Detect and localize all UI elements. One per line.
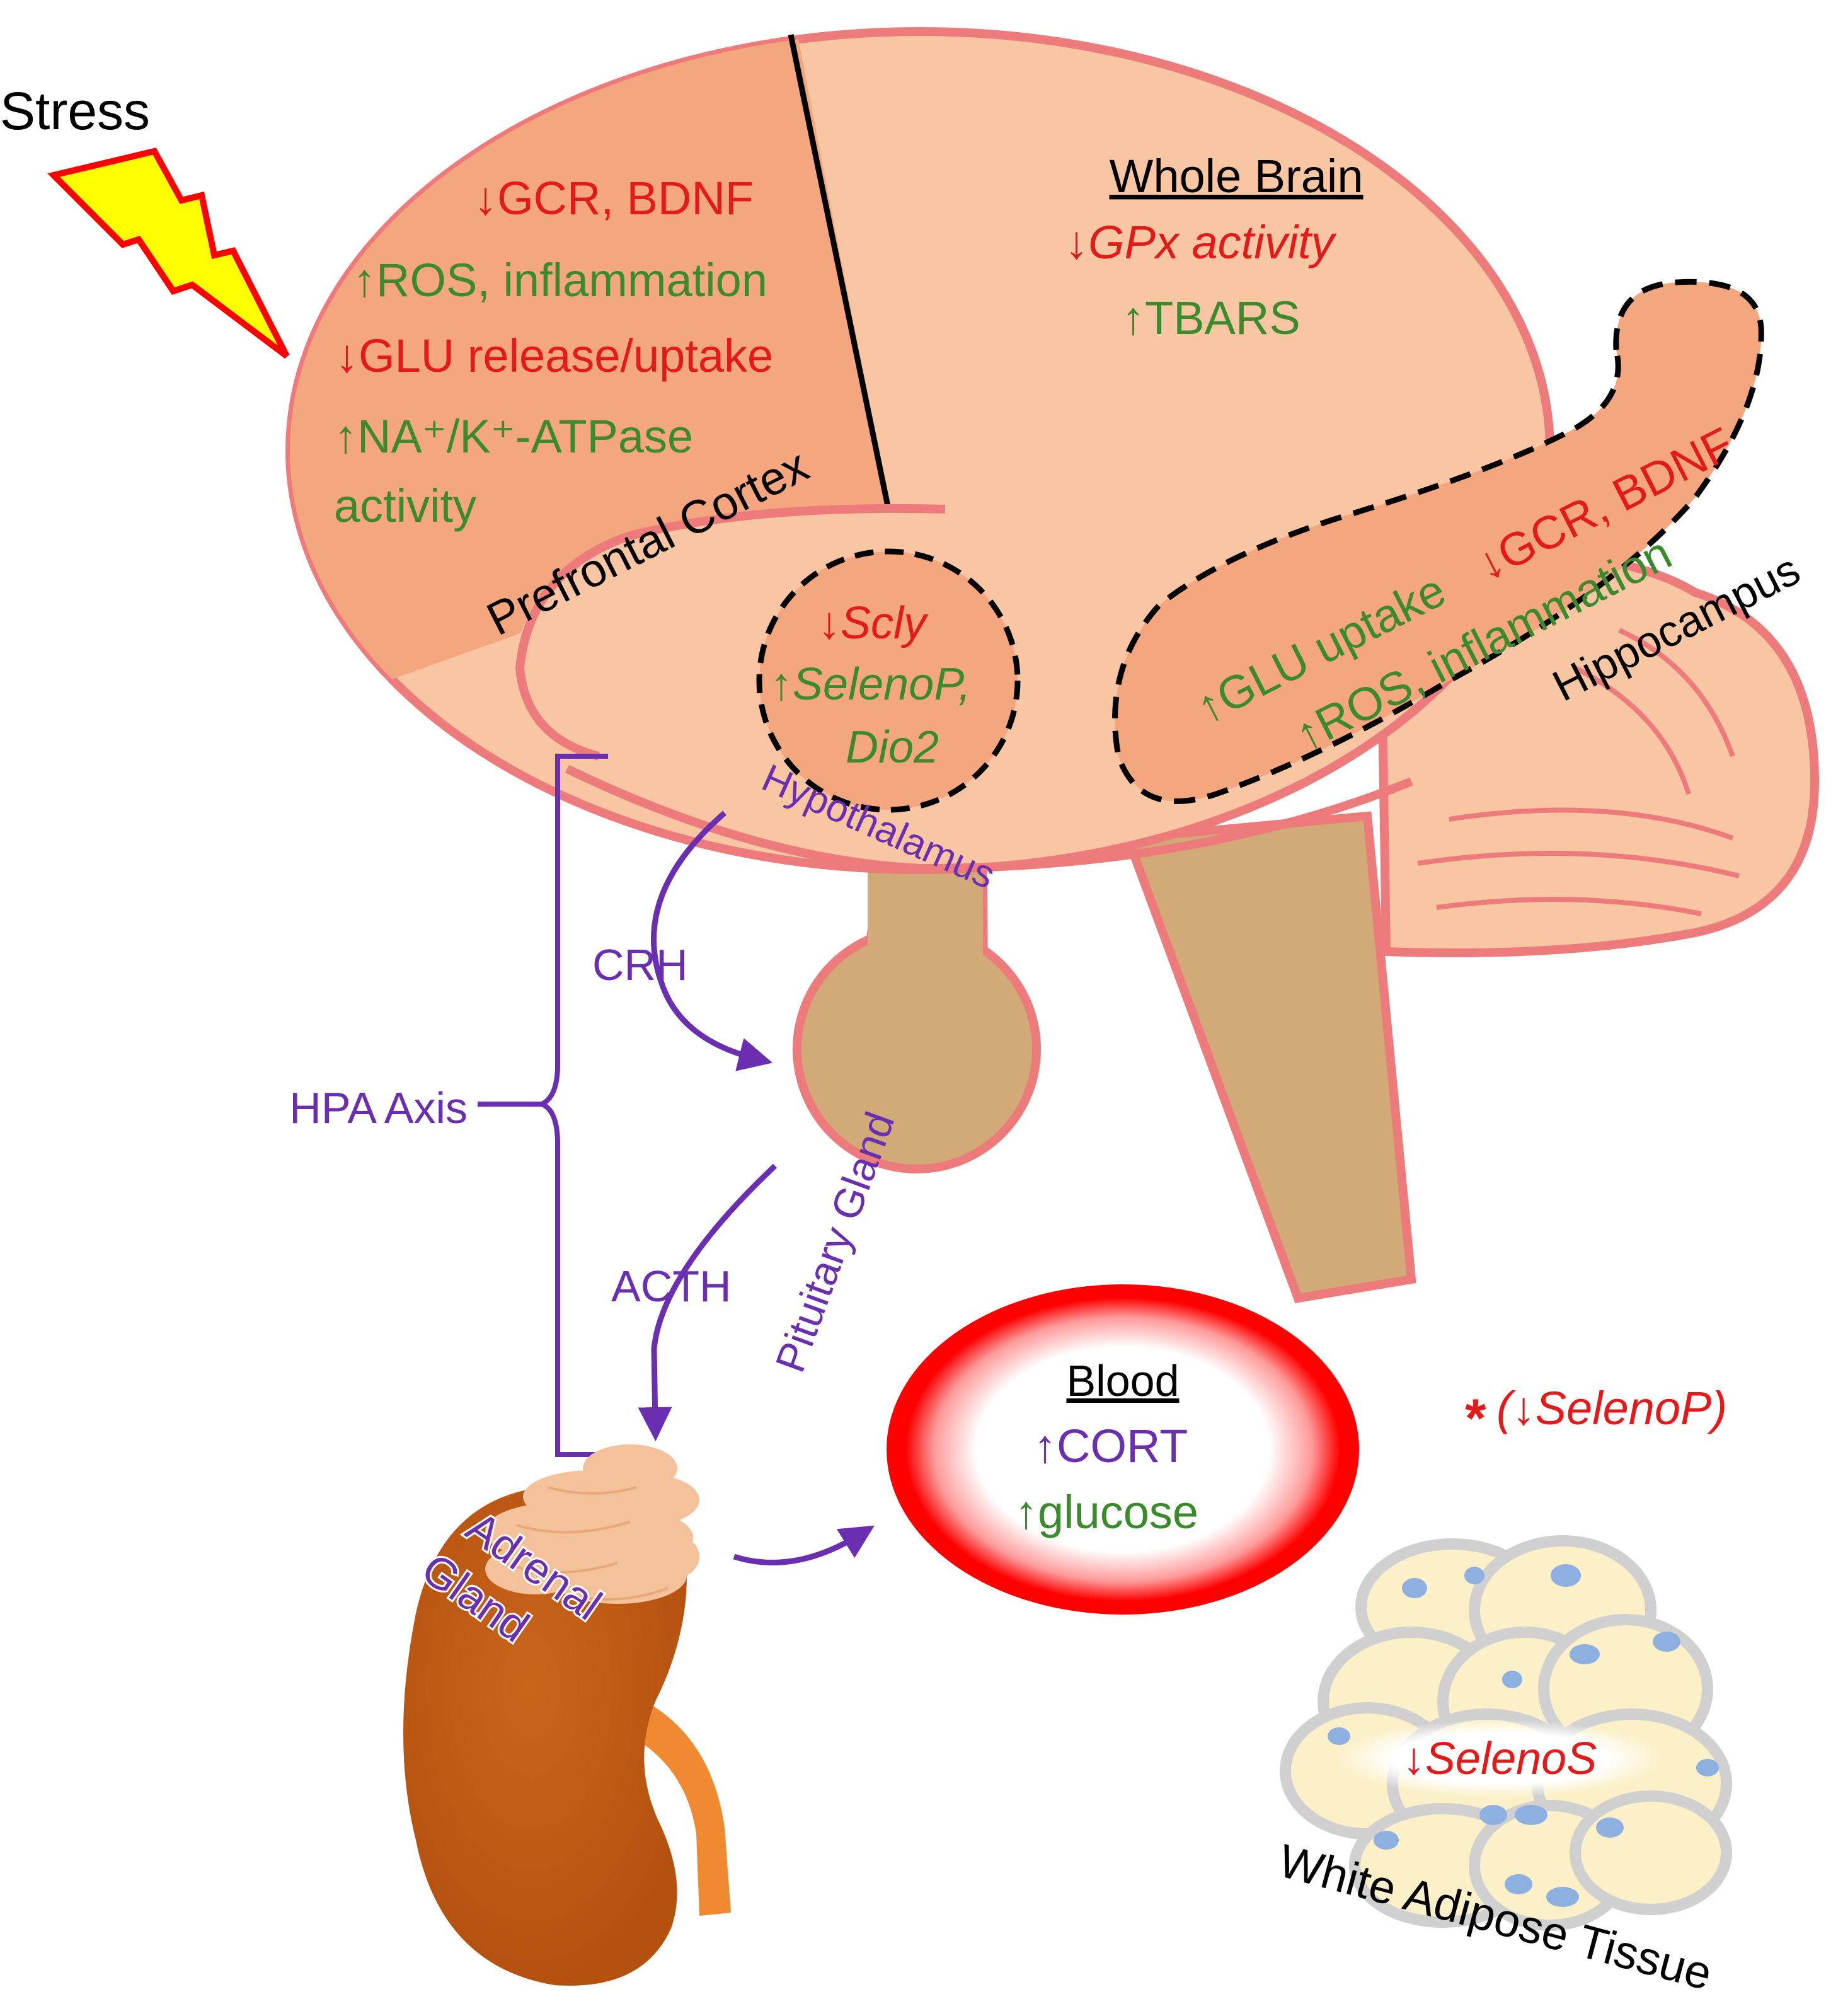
- hpa-axis-label: HPA Axis: [289, 1083, 468, 1132]
- whole-brain-gpx: ↓GPx activity: [1065, 216, 1337, 268]
- adrenal-to-blood-arrow: [733, 1525, 875, 1565]
- prefrontal-line-ros: ↑ROS, inflammation: [353, 254, 767, 306]
- brain-stem: [1122, 811, 1416, 1303]
- hypothalamus-dio2: Dio2: [846, 722, 939, 773]
- kidney-shape: [403, 1487, 687, 1986]
- lightning-bolt-icon: [47, 147, 290, 359]
- adipose-highlight: [1336, 1719, 1663, 1797]
- hypothalamus-selenop: ↑SelenoP,: [770, 659, 971, 710]
- hpa-bracket: [536, 754, 614, 1457]
- hypothalamus-region: [756, 548, 1021, 813]
- ureter: [636, 1702, 731, 1916]
- crh-label: CRH: [592, 940, 688, 989]
- whole-brain-tbars: ↑TBARS: [1122, 292, 1300, 344]
- stress-label: Stress: [0, 81, 150, 141]
- acth-label: ACTH: [611, 1262, 732, 1311]
- hypothalamus-scly: ↓Scly: [818, 598, 929, 648]
- hippocampus-region: [1112, 279, 1764, 804]
- selenop-note: (↓SelenoP): [1496, 1382, 1727, 1434]
- adipose-cells: [1280, 1535, 1732, 1931]
- blood-title: Blood: [1066, 1356, 1179, 1405]
- blood-vessel: [887, 1284, 1359, 1615]
- kidney-adrenal: [403, 1444, 731, 1986]
- adipose-selenos: ↓SelenoS: [1403, 1734, 1597, 1784]
- prefrontal-findings: ↓GCR, BDNF ↑ROS, inflammation ↓GLU relea…: [334, 172, 773, 532]
- crh-arrow: [651, 810, 773, 1071]
- prefrontal-divider: [788, 34, 892, 510]
- selenop-star: *: [1465, 1388, 1486, 1449]
- prefrontal-line-gcr: ↓GCR, BDNF: [474, 172, 754, 224]
- blood-glucose: ↑glucose: [1014, 1486, 1198, 1538]
- prefrontal-line-activity: activity: [334, 480, 476, 532]
- prefrontal-region: [290, 32, 888, 819]
- acth-arrow: [638, 1163, 778, 1441]
- prefrontal-line-glu: ↓GLU release/uptake: [335, 330, 773, 382]
- whole-brain-title: Whole Brain: [1109, 150, 1363, 202]
- pituitary-gland-label: Pituitary Gland: [766, 1106, 904, 1378]
- blood-cort: ↑CORT: [1033, 1420, 1188, 1472]
- prefrontal-line-atpase: ↑NA⁺/K⁺-ATPase: [334, 410, 693, 463]
